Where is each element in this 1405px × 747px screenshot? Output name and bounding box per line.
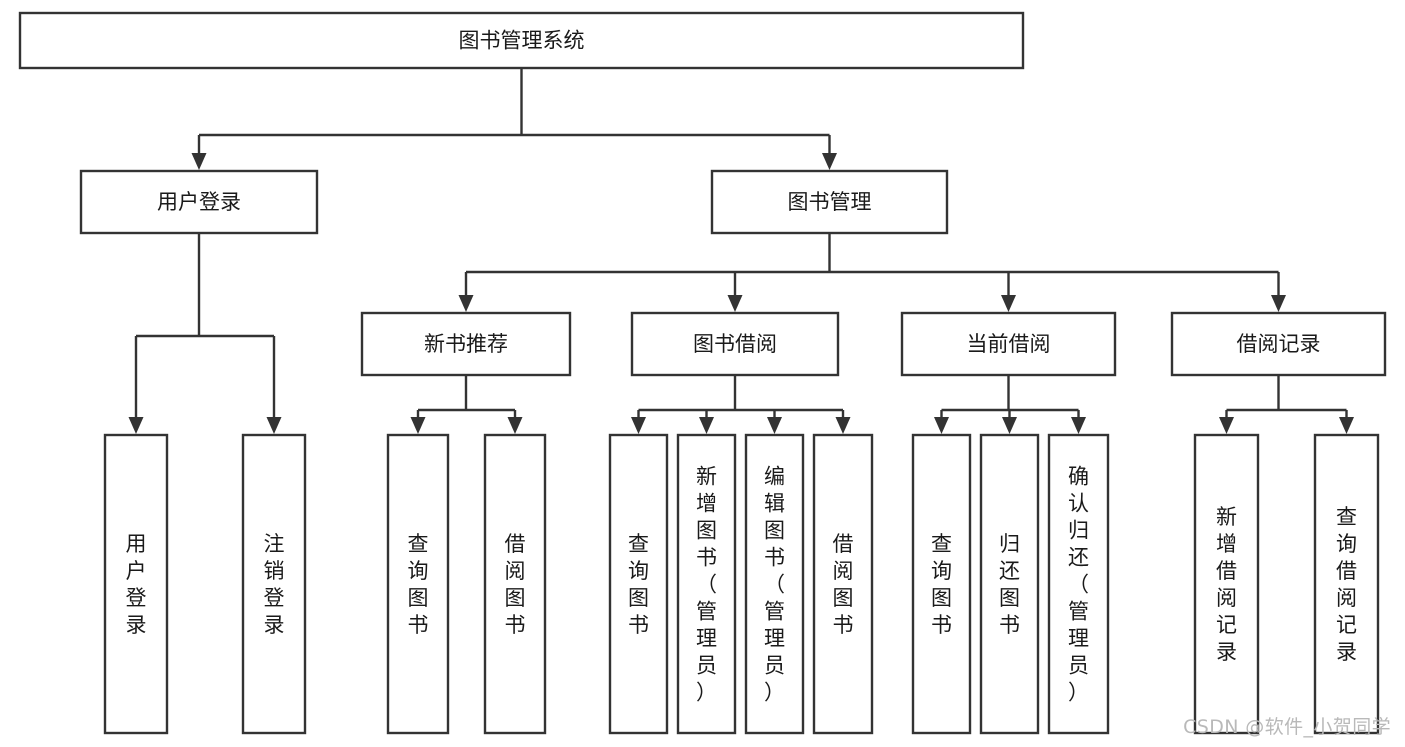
arrow-down-icon-cb-return-book <box>1002 417 1017 434</box>
node-nb-borrow-book[interactable]: 借阅图书 <box>483 433 547 735</box>
node-label-br-query-record: 查询借阅记录 <box>1336 505 1357 664</box>
arrow-down-icon-bb-query-book <box>631 417 646 434</box>
arrow-down-icon-new-book-rec <box>458 295 474 312</box>
node-current-borrow[interactable]: 当前借阅 <box>900 311 1117 377</box>
node-bb-add-book[interactable]: 新增图书（管理员） <box>676 433 737 735</box>
node-box-br-query-record <box>1313 433 1380 735</box>
node-label-bb-borrow-book: 借阅图书 <box>833 532 854 637</box>
node-layer: 图书管理系统用户登录图书管理新书推荐图书借阅当前借阅借阅记录用户登录注销登录查询… <box>18 11 1387 735</box>
node-label-book-manage: 图书管理 <box>788 190 872 214</box>
arrow-down-icon-cb-confirm-return <box>1071 417 1086 434</box>
node-box-current-borrow <box>900 311 1117 377</box>
node-cb-query-book[interactable]: 查询图书 <box>911 433 972 735</box>
node-box-new-book-rec <box>360 311 572 377</box>
node-new-book-rec[interactable]: 新书推荐 <box>360 311 572 377</box>
node-label-borrow-record: 借阅记录 <box>1237 332 1321 356</box>
node-label-cb-confirm-return: 确认归还（管理员） <box>1068 465 1089 705</box>
node-box-nb-borrow-book <box>483 433 547 735</box>
arrow-down-icon-leaf-user-login <box>128 417 144 434</box>
node-label-user-login: 用户登录 <box>157 190 241 214</box>
arrow-down-icon-nb-query-book <box>410 417 426 434</box>
node-box-borrow-record <box>1170 311 1387 377</box>
arrow-down-icon-leaf-user-logout <box>266 417 282 434</box>
node-label-nb-borrow-book: 借阅图书 <box>505 532 526 637</box>
node-label-leaf-user-login: 用户登录 <box>126 532 147 637</box>
node-label-nb-query-book: 查询图书 <box>408 532 429 637</box>
node-label-cb-return-book: 归还图书 <box>999 532 1020 637</box>
node-cb-confirm-return[interactable]: 确认归还（管理员） <box>1047 433 1110 735</box>
arrow-down-icon-br-add-record <box>1219 417 1234 434</box>
node-box-br-add-record <box>1193 433 1260 735</box>
node-label-cb-query-book: 查询图书 <box>931 532 952 637</box>
node-cb-return-book[interactable]: 归还图书 <box>979 433 1040 735</box>
arrow-down-icon-bb-edit-book <box>767 417 782 434</box>
arrow-down-icon-user-login <box>191 153 207 170</box>
node-book-manage[interactable]: 图书管理 <box>710 169 949 235</box>
node-box-bb-borrow-book <box>812 433 874 735</box>
node-box-leaf-user-logout <box>241 433 307 735</box>
node-box-nb-query-book <box>386 433 450 735</box>
arrow-down-icon-nb-borrow-book <box>507 417 523 434</box>
node-box-leaf-user-login <box>103 433 169 735</box>
node-box-book-manage <box>710 169 949 235</box>
node-box-bb-add-book <box>676 433 737 735</box>
arrow-down-icon-book-manage <box>822 153 837 170</box>
node-box-book-borrow <box>630 311 840 377</box>
arrow-down-icon-bb-add-book <box>699 417 714 434</box>
arrow-down-icon-borrow-record <box>1271 295 1286 312</box>
node-borrow-record[interactable]: 借阅记录 <box>1170 311 1387 377</box>
node-box-bb-edit-book <box>744 433 805 735</box>
arrow-down-icon-current-borrow <box>1001 295 1016 312</box>
node-br-query-record[interactable]: 查询借阅记录 <box>1313 433 1380 735</box>
arrow-down-icon-br-query-record <box>1339 417 1354 434</box>
node-box-cb-confirm-return <box>1047 433 1110 735</box>
node-box-root <box>18 11 1025 70</box>
node-label-new-book-rec: 新书推荐 <box>424 332 508 356</box>
arrow-down-icon-cb-query-book <box>934 417 949 434</box>
node-label-book-borrow: 图书借阅 <box>693 332 777 356</box>
node-box-cb-return-book <box>979 433 1040 735</box>
node-nb-query-book[interactable]: 查询图书 <box>386 433 450 735</box>
node-leaf-user-logout[interactable]: 注销登录 <box>241 433 307 735</box>
node-br-add-record[interactable]: 新增借阅记录 <box>1193 433 1260 735</box>
node-bb-query-book[interactable]: 查询图书 <box>608 433 669 735</box>
connector-layer <box>128 68 1354 434</box>
node-bb-edit-book[interactable]: 编辑图书（管理员） <box>744 433 805 735</box>
node-book-borrow[interactable]: 图书借阅 <box>630 311 840 377</box>
node-bb-borrow-book[interactable]: 借阅图书 <box>812 433 874 735</box>
node-label-bb-add-book: 新增图书（管理员） <box>696 465 717 705</box>
node-label-bb-query-book: 查询图书 <box>628 532 649 637</box>
node-box-bb-query-book <box>608 433 669 735</box>
node-user-login[interactable]: 用户登录 <box>79 169 319 235</box>
node-leaf-user-login[interactable]: 用户登录 <box>103 433 169 735</box>
arrow-down-icon-bb-borrow-book <box>835 417 851 434</box>
node-label-br-add-record: 新增借阅记录 <box>1216 505 1237 664</box>
arrow-down-icon-book-borrow <box>727 295 743 312</box>
node-box-user-login <box>79 169 319 235</box>
node-label-bb-edit-book: 编辑图书（管理员） <box>764 465 785 705</box>
node-label-leaf-user-logout: 注销登录 <box>264 532 285 637</box>
node-label-current-borrow: 当前借阅 <box>967 332 1051 356</box>
node-box-cb-query-book <box>911 433 972 735</box>
node-label-root: 图书管理系统 <box>459 29 585 53</box>
node-root[interactable]: 图书管理系统 <box>18 11 1025 70</box>
